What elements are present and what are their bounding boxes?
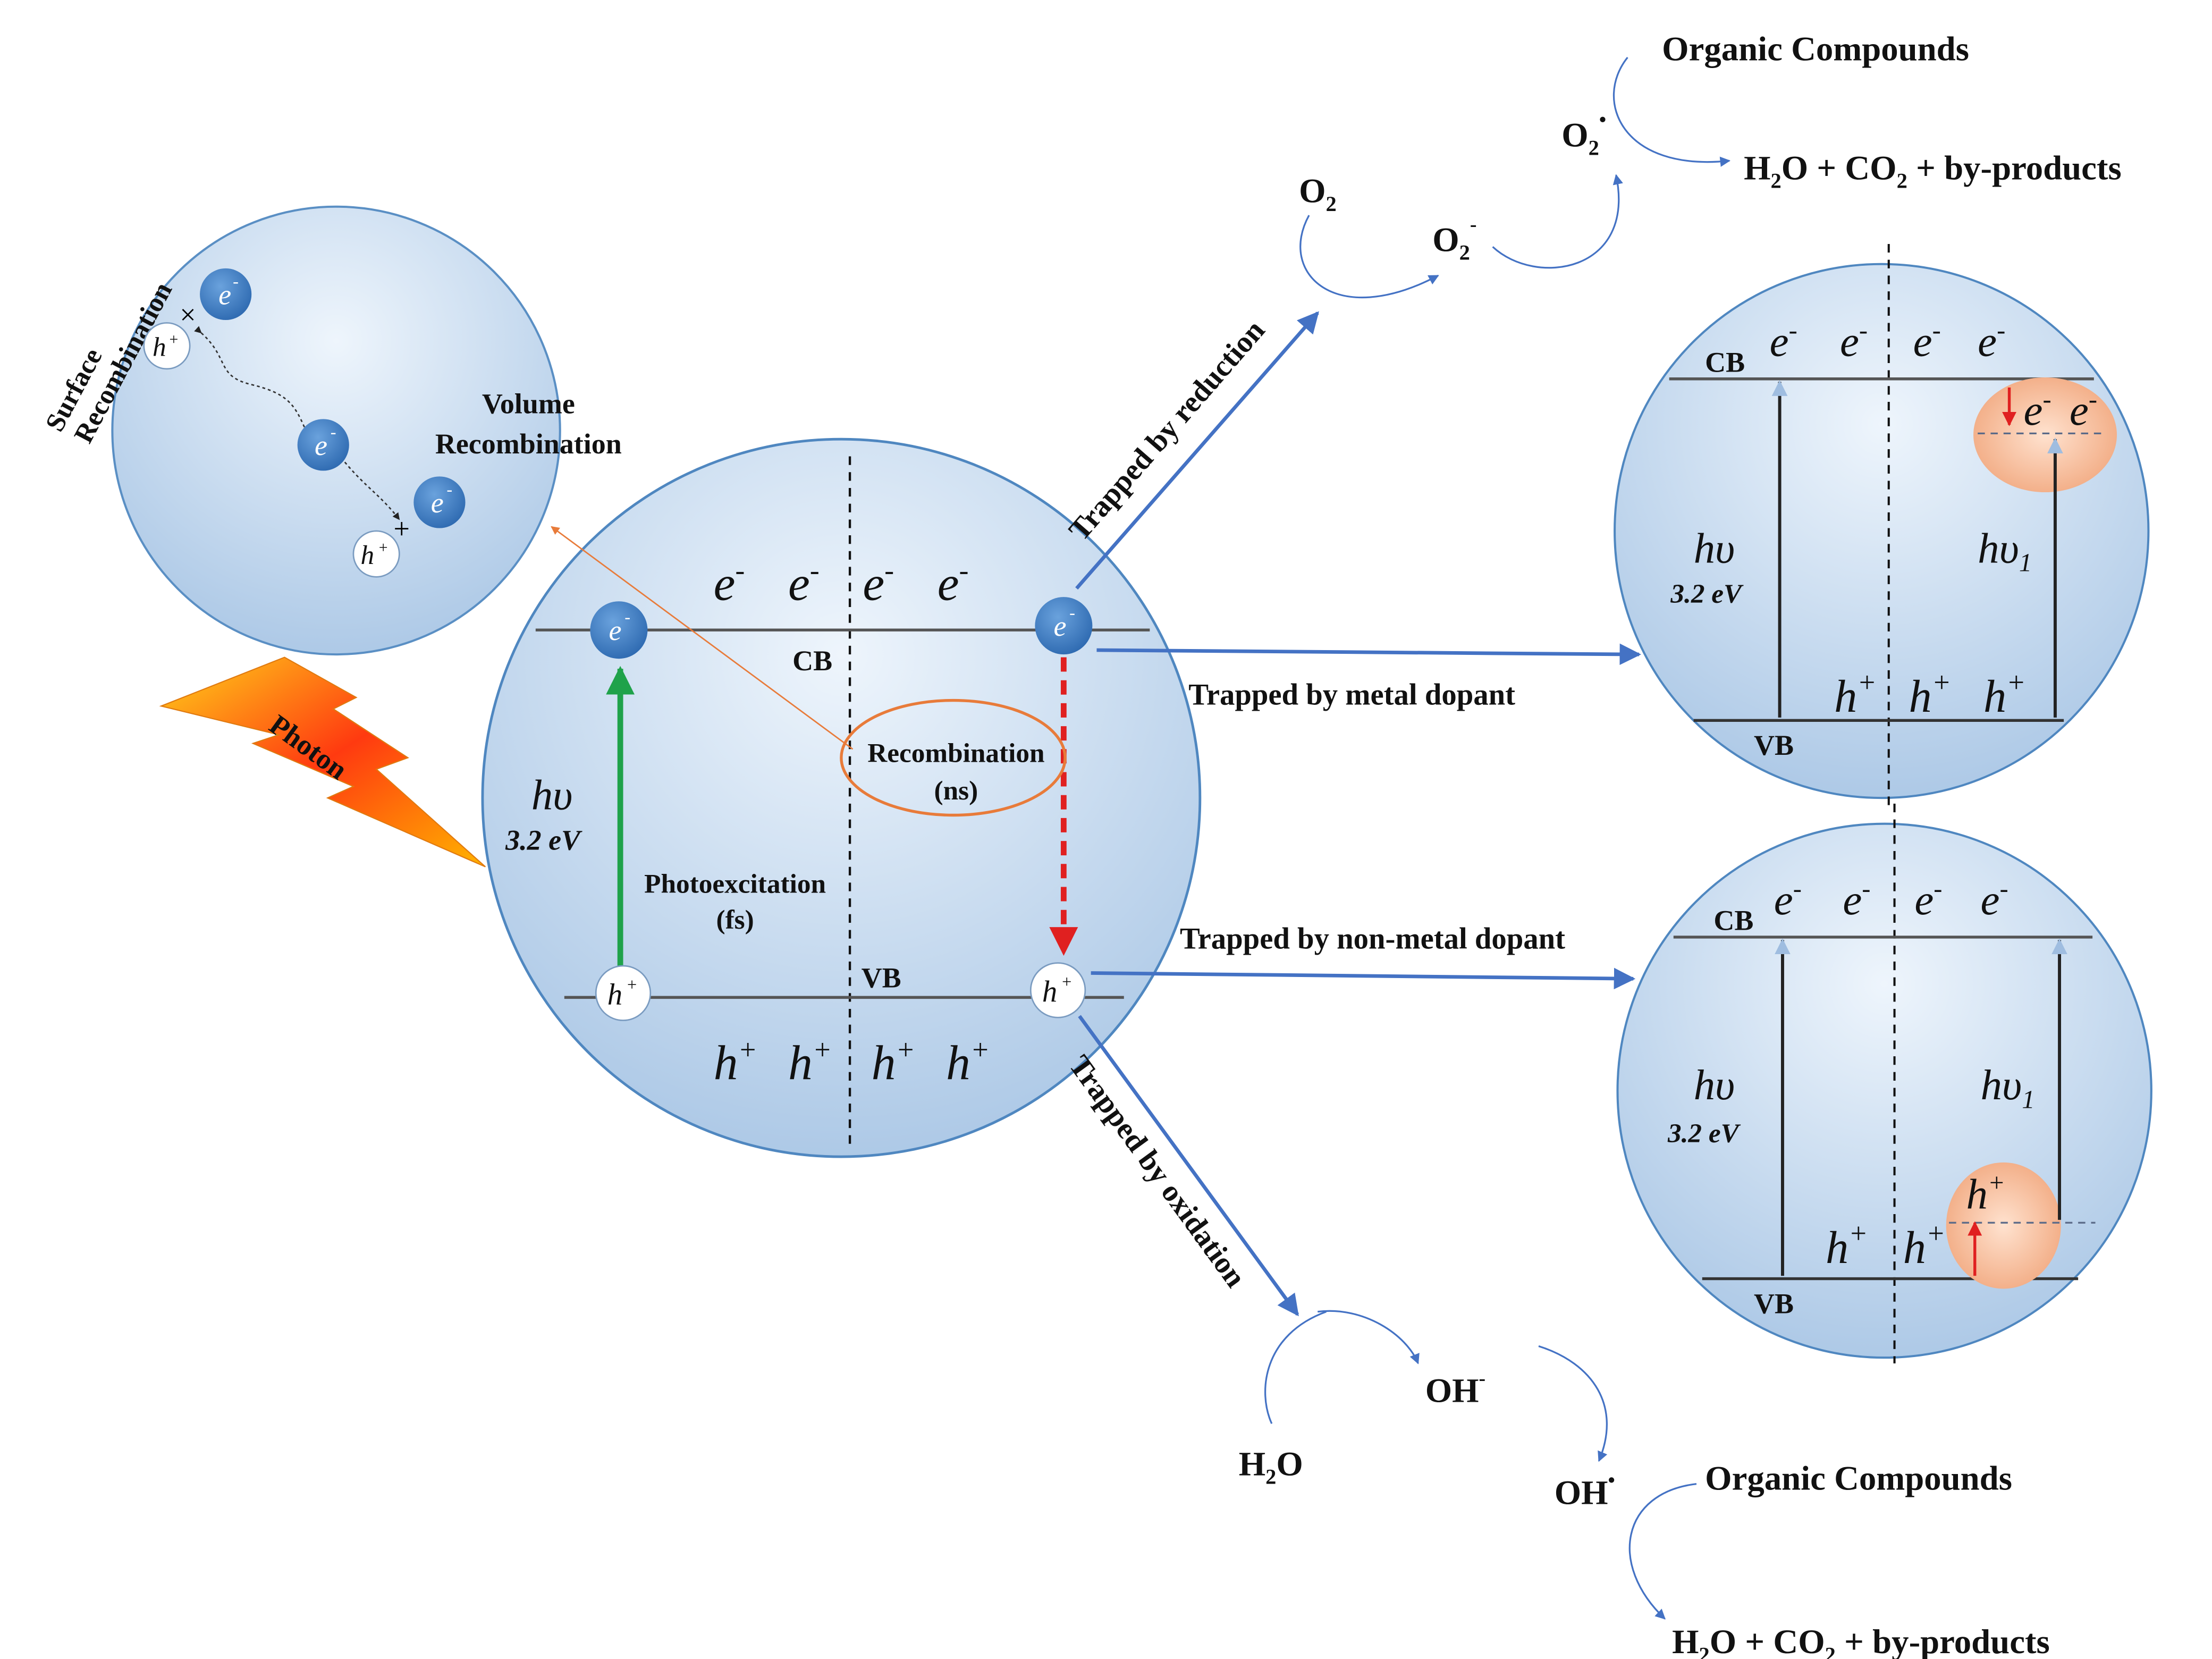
oh-minus-label: OH- <box>1425 1367 1485 1410</box>
electron-ball <box>200 268 252 321</box>
svg-text:-: - <box>1069 604 1075 623</box>
recombination-ellipse <box>840 698 1067 817</box>
svg-text:e: e <box>1053 610 1066 642</box>
svg-text:hυ1: hυ1 <box>1981 1061 2035 1114</box>
oxidation-chain: H2O OH- OH• Organic Compounds H2O + CO2 … <box>1239 1310 2050 1659</box>
svg-text:h+: h+ <box>714 1033 757 1090</box>
surface-volume-recombination-sphere: Surface Recombination Volume Recombinati… <box>39 205 622 656</box>
electron-ball <box>297 419 349 471</box>
svg-text:VB: VB <box>1754 1287 1794 1319</box>
photoexcitation-label-2: (fs) <box>716 905 754 935</box>
svg-text:VB: VB <box>1754 729 1794 761</box>
hole-sup: + <box>378 539 389 556</box>
svg-text:e-: e- <box>1843 874 1870 923</box>
svg-text:e-: e- <box>1914 874 1942 923</box>
o2-minus-label: O2- <box>1432 214 1476 265</box>
svg-text:h+: h+ <box>946 1033 990 1090</box>
vb-holes: h+ h+ h+ h+ <box>714 1033 990 1090</box>
svg-text:e-: e- <box>714 554 745 611</box>
energy-label: 3.2 eV <box>505 824 582 856</box>
svg-text:hυ1: hυ1 <box>1978 524 2032 577</box>
trapped-metal-label: Trapped by metal dopant <box>1188 678 1515 712</box>
h2o-label: H2O <box>1239 1445 1303 1488</box>
products-top: H2O + CO2 + by-products <box>1744 149 2122 192</box>
svg-text:e-: e- <box>2024 385 2051 434</box>
hv-label: hυ <box>531 771 573 819</box>
svg-text:h+: h+ <box>872 1033 915 1090</box>
electron-sup: - <box>233 272 239 291</box>
organic-compounds-top: Organic Compounds <box>1662 30 1969 68</box>
reduction-chain: O2 O2- O2• Organic Compounds H2O + CO2 +… <box>1299 30 2122 299</box>
svg-text:h+: h+ <box>1909 666 1952 722</box>
svg-text:+: + <box>626 975 638 995</box>
main-semiconductor-sphere: e- e- e- e- h+ h+ h+ h+ CB VB e - h + hυ… <box>481 437 1202 1158</box>
svg-text:e-: e- <box>1913 316 1941 365</box>
svg-text:h+: h+ <box>1903 1217 1946 1273</box>
hole-label: h <box>360 540 374 570</box>
electron-ball <box>1035 597 1093 655</box>
svg-text:h+: h+ <box>1966 1168 2005 1218</box>
svg-text:e: e <box>609 614 622 646</box>
trapped-oxidation-label: Trapped by oxidation <box>1062 1049 1253 1293</box>
electron-ball <box>590 601 648 659</box>
svg-text:h+: h+ <box>1834 666 1877 722</box>
electron-label: e <box>218 279 231 310</box>
svg-text:3.2 eV: 3.2 eV <box>1670 579 1744 609</box>
oh-dot-label: OH• <box>1555 1469 1615 1512</box>
svg-text:e-: e- <box>1770 316 1797 365</box>
electron-label: e <box>431 487 444 519</box>
svg-text:+: + <box>1061 972 1073 991</box>
electron-sup: - <box>331 423 336 442</box>
o2-dot-label: O2• <box>1561 109 1606 160</box>
svg-text:e-: e- <box>2070 385 2097 434</box>
svg-text:CB: CB <box>1705 346 1745 378</box>
cb-label: CB <box>792 645 832 677</box>
svg-text:h+: h+ <box>1826 1217 1868 1273</box>
to-recombination-arrow <box>551 526 854 750</box>
nonmetal-dopant-sphere: CB VB e- e- e- e- h+ hυ 3.2 eV hυ1 h+ h+ <box>1616 803 2152 1363</box>
photoexcitation-label-1: Photoexcitation <box>644 869 826 899</box>
svg-text:e-: e- <box>938 554 969 611</box>
svg-text:3.2 eV: 3.2 eV <box>1667 1118 1741 1149</box>
organic-compounds-bottom: Organic Compounds <box>1705 1459 2012 1497</box>
svg-text:-: - <box>624 608 630 627</box>
svg-text:e-: e- <box>1978 316 2005 365</box>
volume-label-2: Recombination <box>435 428 622 460</box>
svg-text:h: h <box>607 978 622 1012</box>
vb-label: VB <box>862 962 901 993</box>
trapped-nonmetal-label: Trapped by non-metal dopant <box>1180 922 1565 956</box>
svg-text:CB: CB <box>1713 904 1753 936</box>
electron-label: e <box>315 430 327 461</box>
trapped-reduction-label: Trapped by reduction <box>1062 314 1271 547</box>
svg-text:h+: h+ <box>1983 666 2026 722</box>
photon-bolt: Photon <box>159 656 486 868</box>
volume-label-1: Volume <box>482 388 575 420</box>
recombination-label-1: Recombination <box>867 738 1044 769</box>
recombination-label-2: (ns) <box>934 776 978 806</box>
svg-text:h: h <box>1042 975 1057 1008</box>
electron-sup: - <box>446 480 452 499</box>
svg-text:e-: e- <box>788 554 820 611</box>
hole-label: h <box>153 332 166 363</box>
svg-text:e-: e- <box>1840 316 1868 365</box>
hole-sup: + <box>168 331 179 348</box>
electron-ball <box>413 476 466 528</box>
o2-label: O2 <box>1299 172 1337 216</box>
svg-text:e-: e- <box>863 554 894 611</box>
plus-mark: + <box>394 512 410 544</box>
svg-text:hυ: hυ <box>1694 1061 1735 1109</box>
svg-text:e-: e- <box>1981 874 2008 923</box>
svg-text:hυ: hυ <box>1694 524 1735 572</box>
metal-dopant-sphere: CB VB e- e- e- e- e- e- hυ 3.2 eV hυ1 h+… <box>1614 243 2150 813</box>
products-bottom: H2O + CO2 + by-products <box>1672 1623 2050 1659</box>
cb-electrons: e- e- e- e- <box>714 554 969 611</box>
cross-mark: × <box>180 299 196 331</box>
svg-text:h+: h+ <box>788 1033 832 1090</box>
svg-text:e-: e- <box>1774 874 1802 923</box>
